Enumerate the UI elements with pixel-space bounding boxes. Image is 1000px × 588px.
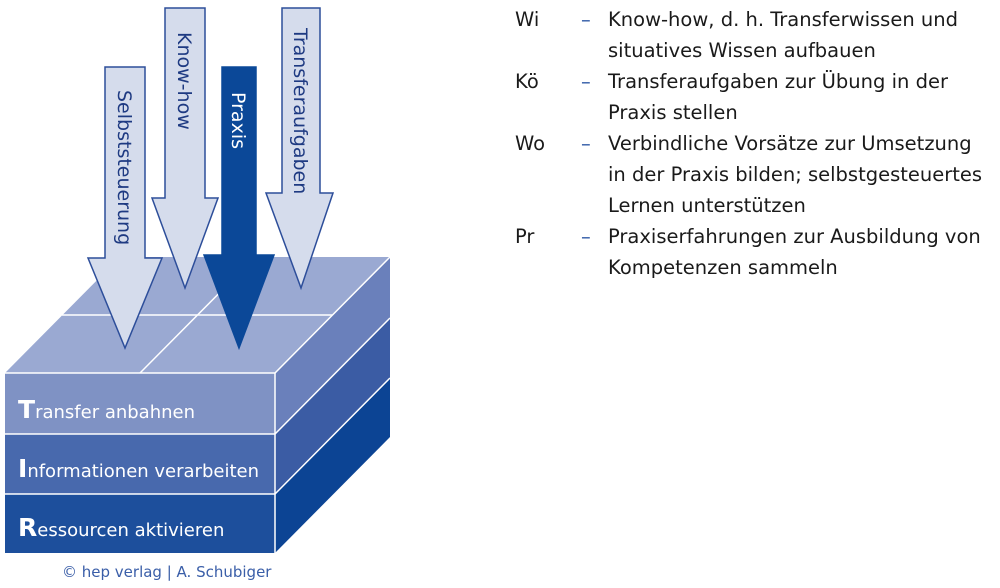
legend-line: situatives Wissen aufbauen [608,39,876,62]
legend-text: Transferaufgaben zur Übung in der Praxis… [608,66,1000,128]
legend-text: Verbindliche Vorsätze zur Umsetzung in d… [608,128,1000,221]
layer-front-face [5,494,275,553]
layer-side-face [275,257,390,434]
legend-line: Know-how, d. h. Transferwissen und [608,8,958,31]
legend-line: Lernen unterstützen [608,194,806,217]
legend-text: Praxiserfahrungen zur Ausbildung von Kom… [608,221,1000,283]
arrow-know-how: Know-how [150,7,220,291]
arrow-label: Selbststeuerung [113,90,135,245]
layer-side-face [275,378,390,553]
layer-label-transfer: Transfer anbahnen [18,395,195,424]
layer-label-rest: ransfer anbahnen [35,402,195,423]
layer-label-ressourcen: Ressourcen aktivieren [18,513,224,542]
legend-line: Kompetenzen sammeln [608,256,838,279]
legend-line: Transferaufgaben zur Übung in der [608,70,948,93]
legend-line: Praxiserfahrungen zur Ausbildung von [608,225,981,248]
arrow-shape [264,7,335,291]
legend-item: Wi – Know-how, d. h. Transferwissen und … [515,4,1000,66]
legend-dash: – [581,225,591,248]
legend-line: Verbindliche Vorsätze zur Umsetzung [608,132,972,155]
tir-cube-diagram: Transfer anbahnen Informationen verarbei… [5,7,391,553]
legend-dash: – [581,8,591,31]
layer-label-rest: nformationen verarbeiten [27,461,259,482]
legend-line: Praxis stellen [608,101,738,124]
legend-item: Pr – Praxiserfahrungen zur Ausbildung vo… [515,221,1000,283]
layer-label-informationen: Informationen verarbeiten [18,454,259,483]
layer-ressourcen [5,378,390,553]
arrow-shape [150,7,220,291]
layer-front-face [5,434,275,494]
layer-informationen [5,318,390,494]
layer-side-face [275,318,390,494]
legend-key: Wo [515,132,546,155]
layer-initial: R [18,513,37,542]
arrow-label: Praxis [227,92,249,149]
arrow-label: Transferaufgaben [289,27,311,194]
legend-key: Pr [515,225,535,248]
legend-dash: – [581,132,591,155]
arrow-shape [86,66,164,350]
legend-line: in der Praxis bilden; selbstgesteuertes [608,163,983,186]
legend-dash: – [581,70,591,93]
layer-front-face [5,373,275,434]
legend-text: Know-how, d. h. Transferwissen und situa… [608,4,1000,66]
arrow-praxis: Praxis [202,66,276,351]
arrow-shape [202,66,276,351]
layer-initial: T [18,395,35,424]
layer-transfer [5,257,390,434]
layer-initial: I [18,454,27,483]
arrow-transferaufgaben: Transferaufgaben [264,7,335,291]
legend-key: Kö [515,70,539,93]
legend-key: Wi [515,8,540,31]
legend: Wi – Know-how, d. h. Transferwissen und … [515,4,1000,283]
arrow-selbststeuerung: Selbststeuerung [86,66,164,350]
legend-item: Kö – Transferaufgaben zur Übung in der P… [515,66,1000,128]
legend-item: Wo – Verbindliche Vorsätze zur Umsetzung… [515,128,1000,221]
arrow-label: Know-how [173,32,195,130]
copyright-notice: © hep verlag | A. Schubiger [62,563,272,581]
layer-label-rest: essourcen aktivieren [37,520,224,541]
